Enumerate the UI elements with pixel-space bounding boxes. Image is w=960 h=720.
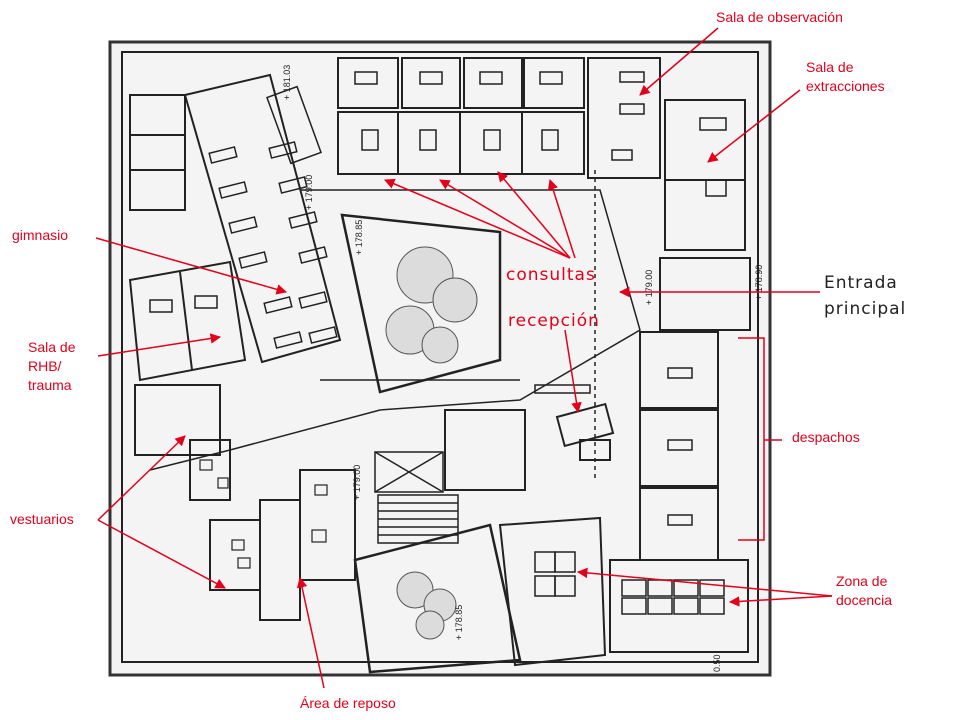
label-zona-docencia: Zona de docencia — [836, 573, 893, 608]
label-area-reposo: Área de reposo — [300, 695, 396, 711]
despachos-rooms — [639, 257, 751, 561]
arrow-consultas-3 — [497, 171, 571, 259]
arrow-recepcion — [564, 329, 582, 414]
elev-mark: + 179.00 — [644, 270, 654, 305]
label-despachos: despachos — [792, 429, 860, 445]
bracket-despachos — [738, 337, 782, 541]
arrow-consultas-4 — [547, 179, 576, 259]
courtyard-north — [340, 213, 502, 394]
elevation-marks: + 181.03 + 179.00 + 178.85 + 179.00 + 17… — [282, 65, 764, 672]
elev-mark: + 178.85 — [354, 220, 364, 255]
gimnasio-benches — [208, 141, 338, 349]
wc-fixtures — [199, 459, 328, 569]
arrow-zona-docencia-2 — [728, 595, 833, 607]
arrow-gimnasio — [95, 237, 288, 295]
consultas-rooms — [337, 57, 746, 251]
elev-mark: + 181.03 — [282, 65, 292, 100]
arrow-sala-observacion — [639, 27, 719, 96]
label-sala-observacion: Sala de observación — [716, 9, 843, 25]
label-gimnasio: gimnasio — [12, 227, 69, 243]
label-vestuarios: vestuarios — [10, 511, 74, 527]
courtyard-south-trees — [396, 571, 457, 640]
elev-mark: + 179.00 — [304, 175, 314, 210]
arrow-zona-docencia-1 — [576, 567, 833, 597]
arrow-consultas-2 — [439, 179, 571, 259]
gimnasio-area — [129, 73, 342, 364]
label-entrada-principal: Entrada principal — [824, 273, 907, 319]
arrow-vestuarios-1 — [97, 435, 186, 521]
elev-mark: + 179.00 — [352, 465, 362, 500]
arrow-sala-rhb — [97, 333, 222, 357]
arrow-vestuarios-2 — [97, 519, 226, 589]
elev-mark: + 178.85 — [454, 605, 464, 640]
vestuarios-area — [134, 384, 526, 621]
label-sala-extracciones: Sala de extracciones — [806, 59, 885, 94]
label-recepcion: recepción — [508, 311, 600, 331]
plan-inner-border — [121, 51, 759, 663]
rhb-area — [128, 260, 247, 382]
label-consultas: consultas — [506, 265, 596, 285]
arrow-sala-extracciones — [707, 89, 801, 163]
courtyard-trees — [385, 246, 478, 364]
despachos-furniture — [667, 367, 693, 526]
stair-core — [266, 85, 459, 544]
courtyard-south — [353, 523, 522, 674]
annotation-arrows — [95, 27, 833, 689]
arrow-area-reposo — [296, 576, 325, 689]
consultas-furniture — [354, 71, 727, 197]
arrow-consultas-1 — [384, 178, 571, 259]
scale-mark: 0.50 — [712, 654, 722, 672]
label-sala-rhb: Sala de RHB/ trauma — [28, 339, 76, 393]
elev-mark: + 178.90 — [754, 265, 764, 300]
floor-plan — [108, 40, 772, 677]
